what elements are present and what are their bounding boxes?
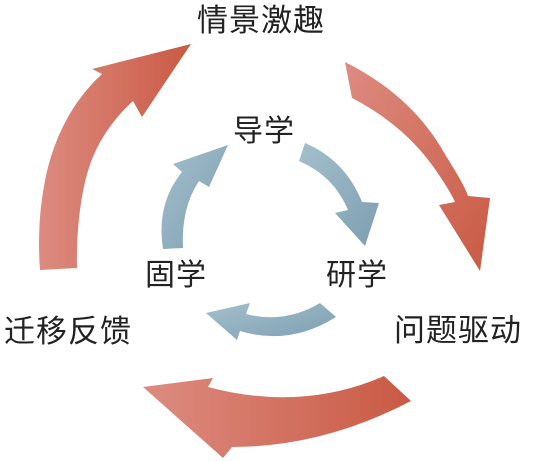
inner-arrow-top-to-right (299, 143, 379, 246)
outer-arrow-top-to-right (345, 62, 490, 271)
outer-arrow-left-to-top (39, 44, 191, 270)
stage-label-research-learning: 研学 (326, 258, 388, 293)
stage-label-situational-interest: 情景激趣 (197, 3, 325, 39)
stage-label-transfer-feedback: 迁移反馈 (4, 314, 132, 350)
inner-arrow-left-to-top (161, 145, 228, 249)
outer-arrow-right-to-left (143, 376, 411, 458)
inner-arrow-right-to-left (206, 303, 336, 340)
stage-label-consolidation-learning: 固学 (145, 258, 207, 293)
stage-label-guided-learning: 导学 (233, 114, 295, 149)
stage-label-problem-driven: 问题驱动 (394, 313, 522, 349)
